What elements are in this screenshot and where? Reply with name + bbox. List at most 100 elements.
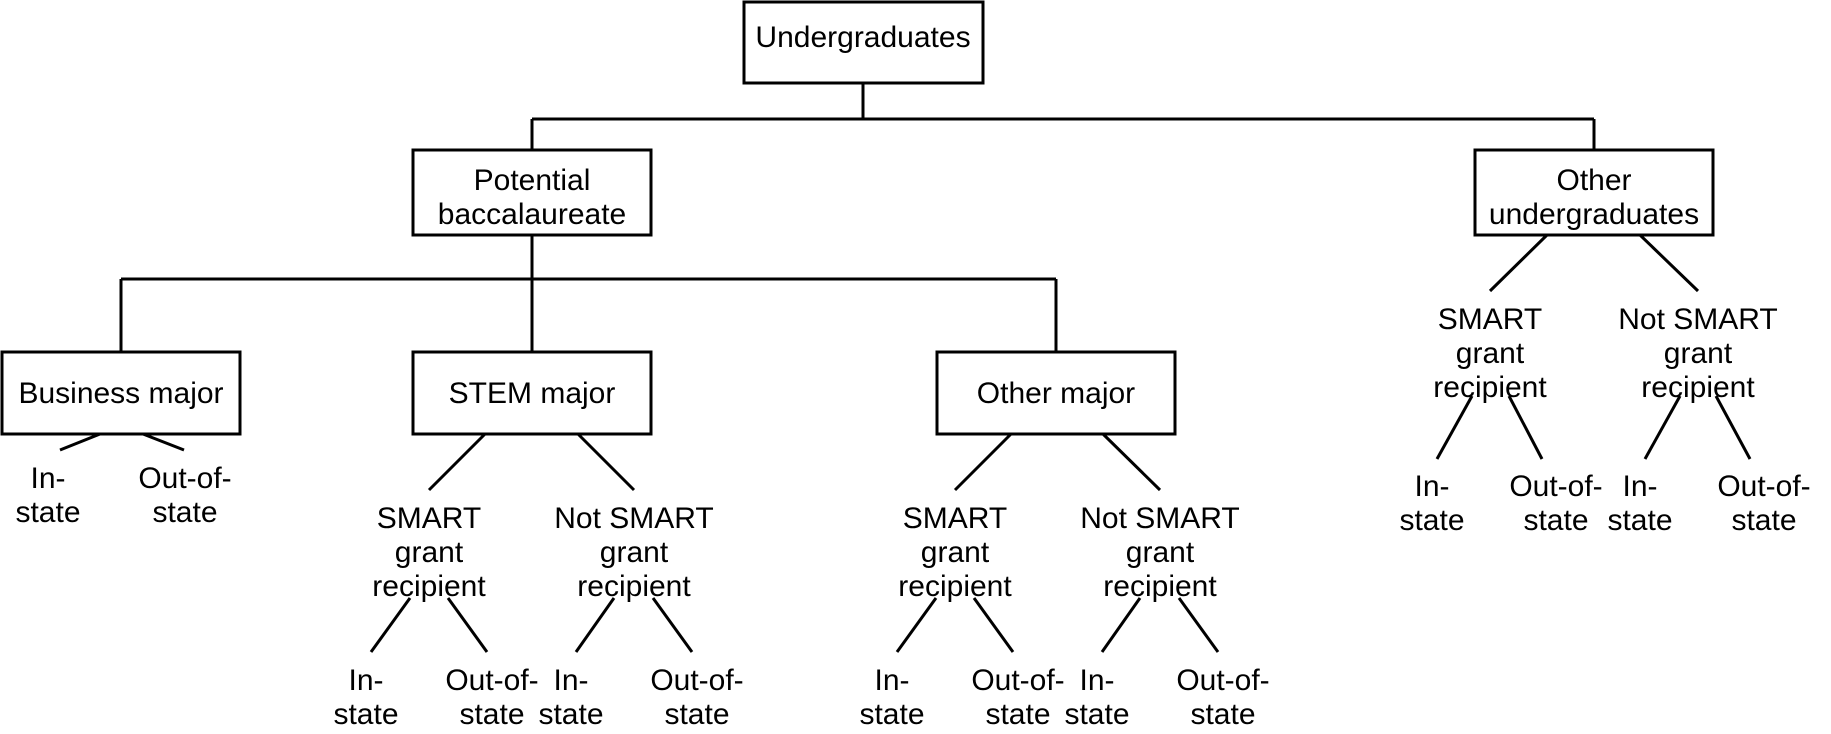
node-other-ug-not-smart-line3: recipient [1641, 371, 1755, 404]
edge-other-major-smart-to-in-state [895, 597, 938, 653]
leaf-other-major-smart-out-of-state[interactable]: Out-of- state [971, 664, 1064, 731]
node-potential-baccalaureate[interactable]: Potential baccalaureate [411, 148, 653, 237]
node-stem-major[interactable]: STEM major [411, 350, 653, 436]
edge-other-major-not-smart-to-in-state [1100, 597, 1142, 653]
node-stem-not-smart-line1: Not SMART [554, 502, 713, 535]
edge-other-major-to-not-smart [1101, 432, 1162, 492]
edge-stem-to-not-smart [576, 432, 636, 492]
leaf-other-ug-not-smart-in-state[interactable]: In- state [1607, 470, 1672, 537]
node-other-ug-not-smart-line1: Not SMART [1618, 303, 1777, 336]
edge-stem-to-smart [427, 432, 487, 492]
leaf-stem-not-smart-out-of-state-line1: Out-of- [650, 664, 743, 697]
edge-other-major-smart-to-out-of-state [972, 597, 1015, 653]
node-other-undergraduates-label-line1: Other [1556, 164, 1631, 197]
leaf-other-ug-smart-in-state-line1: In- [1414, 470, 1449, 503]
node-other-ug-smart-line2: grant [1456, 337, 1525, 370]
leaf-business-out-of-state-line1: Out-of- [138, 462, 231, 495]
leaf-other-major-not-smart-out-of-state[interactable]: Out-of- state [1176, 664, 1269, 731]
leaf-stem-not-smart-in-state-line2: state [538, 698, 603, 731]
leaf-other-ug-smart-out-of-state-line1: Out-of- [1509, 470, 1602, 503]
node-stem-smart-grant-recipient[interactable]: SMART grant recipient [372, 502, 486, 603]
edge-stem-not-smart-to-out-of-state [651, 597, 694, 653]
node-other-undergraduates[interactable]: Other undergraduates [1473, 148, 1715, 237]
edges-stem-grants-to-leaves [369, 597, 694, 653]
leaf-other-major-not-smart-in-state-line1: In- [1079, 664, 1114, 697]
leaf-stem-smart-out-of-state[interactable]: Out-of- state [445, 664, 538, 731]
node-other-major-smart-grant-recipient[interactable]: SMART grant recipient [898, 502, 1012, 603]
node-other-major-smart-line1: SMART [903, 502, 1007, 535]
edges-potential-to-majors [119, 235, 1058, 352]
edge-other-ug-to-not-smart [1638, 233, 1700, 293]
node-other-major-label: Other major [977, 377, 1135, 410]
node-stem-major-label: STEM major [449, 377, 616, 410]
edge-business-to-out-of-state [142, 432, 185, 452]
leaf-stem-smart-in-state-line1: In- [348, 664, 383, 697]
node-business-major-box[interactable] [0, 350, 242, 436]
edges-stem-major-to-grants [427, 432, 636, 492]
node-stem-not-smart-grant-recipient[interactable]: Not SMART grant recipient [554, 502, 713, 603]
leaf-business-out-of-state-line2: state [152, 496, 217, 529]
leaf-other-major-smart-in-state[interactable]: In- state [859, 664, 924, 731]
leaf-business-in-state-line2: state [15, 496, 80, 529]
leaf-stem-smart-in-state[interactable]: In- state [333, 664, 398, 731]
edge-other-ug-smart-to-in-state [1435, 395, 1474, 460]
leaf-stem-not-smart-in-state-line1: In- [553, 664, 588, 697]
leaf-other-ug-not-smart-in-state-line2: state [1607, 504, 1672, 537]
leaf-other-ug-smart-out-of-state-line2: state [1523, 504, 1588, 537]
edges-other-major-to-grants [953, 432, 1162, 492]
leaf-stem-not-smart-out-of-state[interactable]: Out-of- state [650, 664, 743, 731]
node-stem-smart-line1: SMART [377, 502, 481, 535]
node-undergraduates[interactable]: Undergraduates [742, 0, 985, 85]
node-stem-not-smart-line2: grant [600, 536, 669, 569]
edge-stem-smart-to-out-of-state [446, 597, 489, 653]
node-undergraduates-label: Undergraduates [755, 21, 970, 54]
leaf-business-in-state[interactable]: In- state [15, 462, 80, 529]
leaf-other-major-not-smart-out-of-state-line1: Out-of- [1176, 664, 1269, 697]
leaf-other-major-smart-out-of-state-line1: Out-of- [971, 664, 1064, 697]
node-other-major-not-smart-line1: Not SMART [1080, 502, 1239, 535]
leaf-other-ug-not-smart-out-of-state[interactable]: Out-of- state [1717, 470, 1810, 537]
node-other-major-not-smart-line3: recipient [1103, 570, 1217, 603]
edge-stem-smart-to-in-state [369, 597, 412, 653]
edges-root-to-level2 [530, 83, 1596, 150]
node-other-major[interactable]: Other major [935, 350, 1177, 436]
leaf-other-major-not-smart-out-of-state-line2: state [1190, 698, 1255, 731]
leaf-other-ug-smart-in-state-line2: state [1399, 504, 1464, 537]
edge-other-major-not-smart-to-out-of-state [1177, 597, 1220, 653]
node-other-major-smart-line2: grant [921, 536, 990, 569]
node-business-major[interactable]: Business major [0, 350, 242, 436]
leaf-other-major-smart-in-state-line2: state [859, 698, 924, 731]
node-stem-not-smart-line3: recipient [577, 570, 691, 603]
edge-stem-not-smart-to-in-state [574, 597, 616, 653]
edges-business-major-to-leaves [59, 432, 185, 452]
edges-other-major-grants-to-leaves [895, 597, 1220, 653]
leaf-other-major-smart-in-state-line1: In- [874, 664, 909, 697]
node-other-major-smart-line3: recipient [898, 570, 1012, 603]
node-undergraduates-box[interactable] [742, 0, 985, 85]
node-other-ug-smart-line3: recipient [1433, 371, 1547, 404]
node-other-ug-not-smart-line2: grant [1664, 337, 1733, 370]
leaf-other-ug-not-smart-out-of-state-line2: state [1731, 504, 1796, 537]
edge-other-ug-smart-to-out-of-state [1507, 395, 1544, 460]
node-business-major-label: Business major [18, 377, 223, 410]
leaf-other-ug-smart-in-state[interactable]: In- state [1399, 470, 1464, 537]
node-other-ug-smart-grant-recipient[interactable]: SMART grant recipient [1433, 303, 1547, 404]
leaf-other-major-smart-out-of-state-line2: state [985, 698, 1050, 731]
edge-business-to-in-state [59, 432, 101, 452]
node-other-ug-smart-line1: SMART [1438, 303, 1542, 336]
node-other-major-box[interactable] [935, 350, 1177, 436]
leaf-other-major-not-smart-in-state[interactable]: In- state [1064, 664, 1129, 731]
node-stem-major-box[interactable] [411, 350, 653, 436]
node-other-major-not-smart-grant-recipient[interactable]: Not SMART grant recipient [1080, 502, 1239, 603]
leaf-stem-not-smart-in-state[interactable]: In- state [538, 664, 603, 731]
edge-other-major-to-smart [953, 432, 1013, 492]
node-stem-smart-line2: grant [395, 536, 464, 569]
edge-other-ug-not-smart-to-in-state [1643, 395, 1682, 460]
node-potential-baccalaureate-box[interactable] [411, 148, 653, 237]
node-other-undergraduates-box[interactable] [1473, 148, 1715, 237]
leaf-business-out-of-state[interactable]: Out-of- state [138, 462, 231, 529]
node-other-ug-not-smart-grant-recipient[interactable]: Not SMART grant recipient [1618, 303, 1777, 404]
leaf-other-ug-smart-out-of-state[interactable]: Out-of- state [1509, 470, 1602, 537]
